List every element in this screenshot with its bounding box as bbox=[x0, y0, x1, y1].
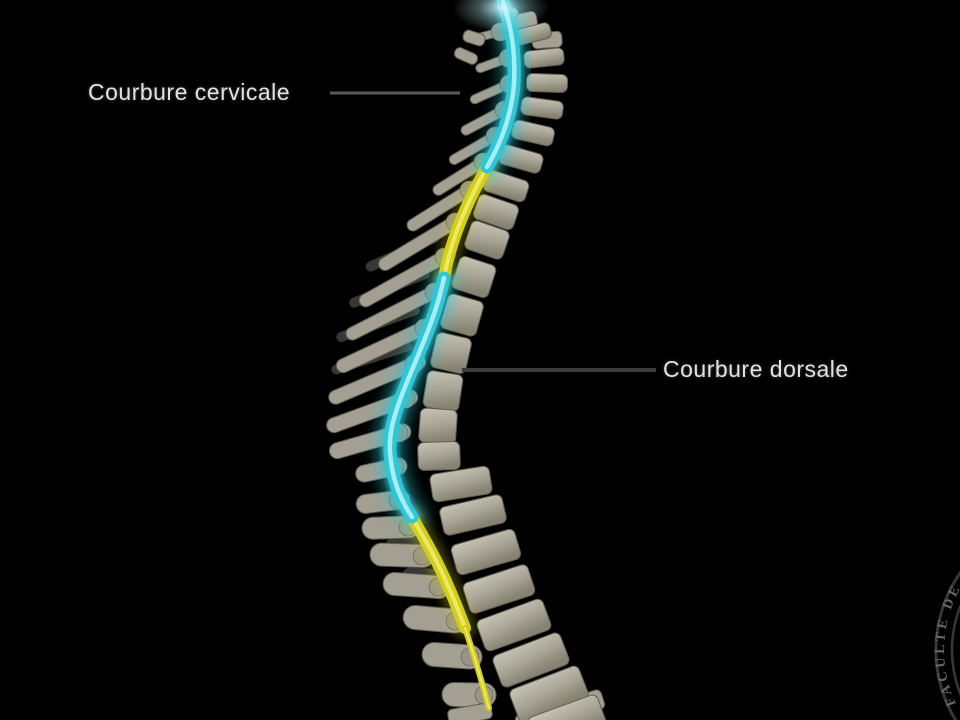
seal-inner-ring bbox=[950, 603, 960, 697]
cord-segment-lumbar-core bbox=[410, 515, 467, 630]
label-courbure-cervicale: Courbure cervicale bbox=[88, 79, 291, 105]
vertebra-body bbox=[523, 47, 565, 69]
vertebra-body bbox=[527, 694, 607, 720]
seal-text: FACULTE DE bbox=[933, 581, 960, 708]
vertebra-body bbox=[525, 72, 569, 94]
cord-segment-dorsal-core bbox=[387, 275, 447, 520]
faculty-seal: FACULTE DE bbox=[933, 570, 960, 720]
cord-segment-cervicothoracic-core bbox=[442, 165, 489, 280]
vertebra-body bbox=[476, 598, 552, 652]
vertebra-body bbox=[492, 632, 570, 688]
vertebra-body bbox=[464, 220, 510, 260]
vertebra-fragment bbox=[453, 47, 479, 65]
vertebra-body bbox=[450, 528, 522, 576]
seal-outer-ring bbox=[934, 570, 960, 720]
vertebra-fragment bbox=[462, 29, 486, 47]
vertebra-body bbox=[422, 370, 464, 412]
vertebra-body bbox=[439, 494, 507, 536]
vertebra-body bbox=[418, 407, 458, 445]
vertebra-body bbox=[462, 564, 536, 614]
vertebra-body bbox=[429, 465, 493, 503]
cord-top-glow bbox=[453, 0, 549, 32]
vertebra-fragment bbox=[447, 702, 493, 720]
vertebra-body bbox=[417, 440, 461, 472]
label-courbure-dorsale: Courbure dorsale bbox=[663, 356, 849, 382]
cord-tail-core bbox=[464, 627, 490, 709]
